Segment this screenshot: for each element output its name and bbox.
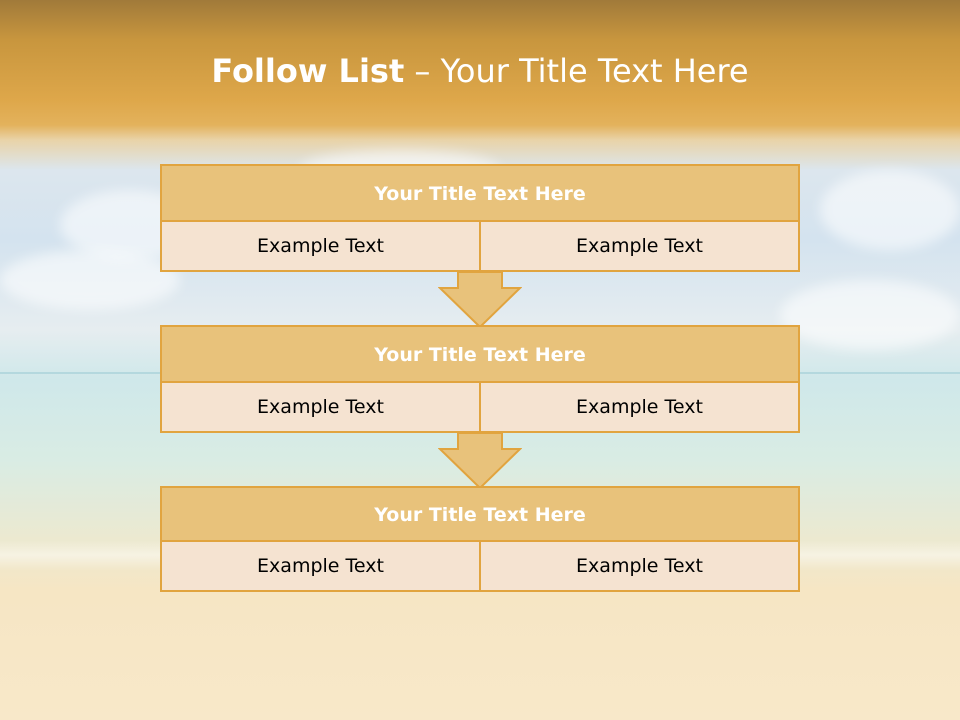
list-block-3: Your Title Text Here Example Text Exampl… [160,486,800,592]
block-row: Example Text Example Text [162,383,798,431]
block-row: Example Text Example Text [162,222,798,270]
down-arrow-icon [438,272,522,328]
list-block-2: Your Title Text Here Example Text Exampl… [160,325,800,433]
title-bold: Follow List [211,52,405,90]
cloud [0,250,180,310]
down-arrow-icon [438,433,522,489]
block-cell-right: Example Text [479,542,798,590]
cloud [820,170,960,250]
title-rest: Your Title Text Here [440,52,749,90]
title-dash: – [404,52,441,90]
cloud [780,280,960,350]
block-cell-right: Example Text [479,383,798,431]
block-title: Your Title Text Here [162,488,798,542]
block-title: Your Title Text Here [162,327,798,383]
block-cell-left: Example Text [162,383,479,431]
list-block-1: Your Title Text Here Example Text Exampl… [160,164,800,272]
block-cell-right: Example Text [479,222,798,270]
block-cell-left: Example Text [162,222,479,270]
slide-title: Follow List – Your Title Text Here [0,52,960,90]
block-title: Your Title Text Here [162,166,798,222]
block-cell-left: Example Text [162,542,479,590]
block-row: Example Text Example Text [162,542,798,590]
